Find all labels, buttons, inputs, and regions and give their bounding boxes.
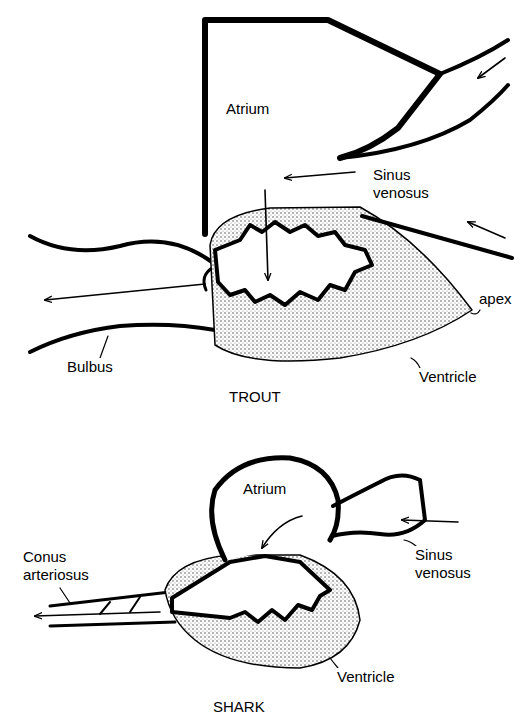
part-label: apex [478,290,513,308]
part-label: Atrium [225,100,270,118]
part-label: Conus arteriosus [22,548,104,584]
part-label: Sinus venosus [414,546,482,582]
part-label: Atrium [242,480,287,498]
part-label: Ventricle [418,368,478,386]
part-label: Sinus venosus [372,166,440,202]
panel-caption: SHARK [212,698,266,716]
part-label: Ventricle [336,668,396,686]
panel-caption: TROUT [228,388,282,406]
part-label: Bulbus [66,358,114,376]
trout-heart [30,20,512,368]
